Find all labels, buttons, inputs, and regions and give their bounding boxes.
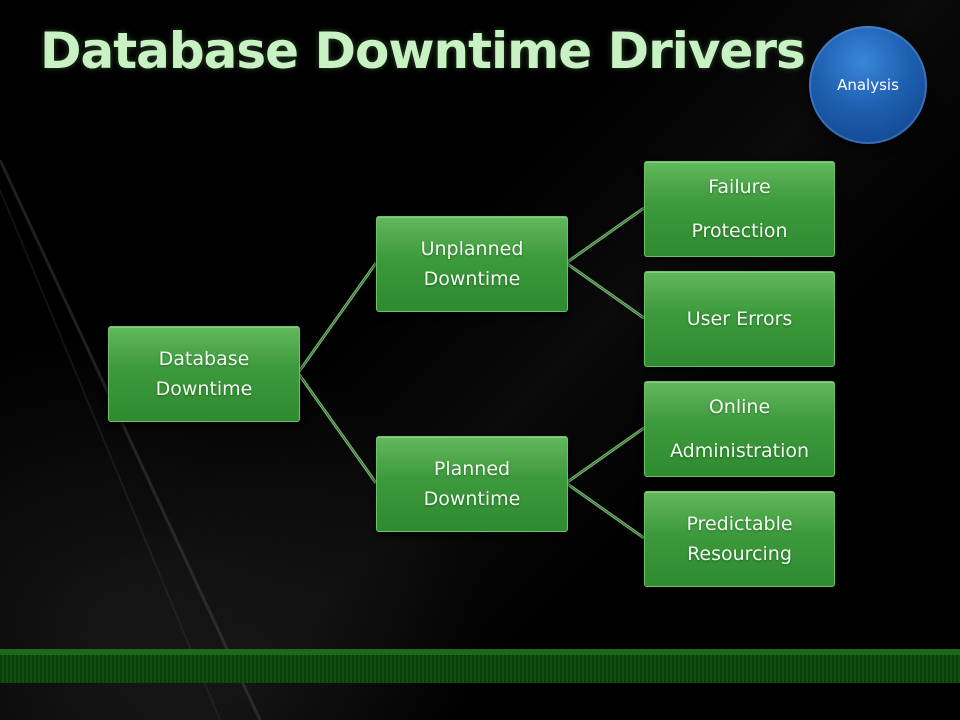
analysis-badge: Analysis bbox=[809, 26, 927, 144]
node-line: Database bbox=[158, 348, 250, 370]
node-failure-protection: Failure Protection bbox=[644, 161, 835, 257]
node-unplanned-downtime: Unplanned Downtime bbox=[376, 216, 568, 312]
node-line: Online bbox=[708, 396, 771, 418]
node-line: Resourcing bbox=[687, 543, 792, 565]
node-line: Predictable bbox=[686, 513, 793, 535]
slide-title: Database Downtime Drivers bbox=[40, 22, 806, 80]
node-predictable-resourcing: Predictable Resourcing bbox=[644, 491, 835, 587]
node-user-errors: User Errors bbox=[644, 271, 835, 367]
node-line: Failure bbox=[708, 176, 771, 198]
node-line: Downtime bbox=[155, 378, 253, 400]
badge-label: Analysis bbox=[837, 76, 899, 94]
node-line: Downtime bbox=[423, 488, 521, 510]
node-line: Protection bbox=[691, 220, 788, 242]
node-line: Unplanned bbox=[420, 238, 524, 260]
node-line: Downtime bbox=[423, 268, 521, 290]
node-planned-downtime: Planned Downtime bbox=[376, 436, 568, 532]
node-line: User Errors bbox=[686, 308, 793, 330]
node-line: Administration bbox=[669, 440, 810, 462]
node-online-administration: Online Administration bbox=[644, 381, 835, 477]
node-line: Planned bbox=[433, 458, 511, 480]
footer-band bbox=[0, 649, 960, 683]
node-database-downtime: Database Downtime bbox=[108, 326, 300, 422]
